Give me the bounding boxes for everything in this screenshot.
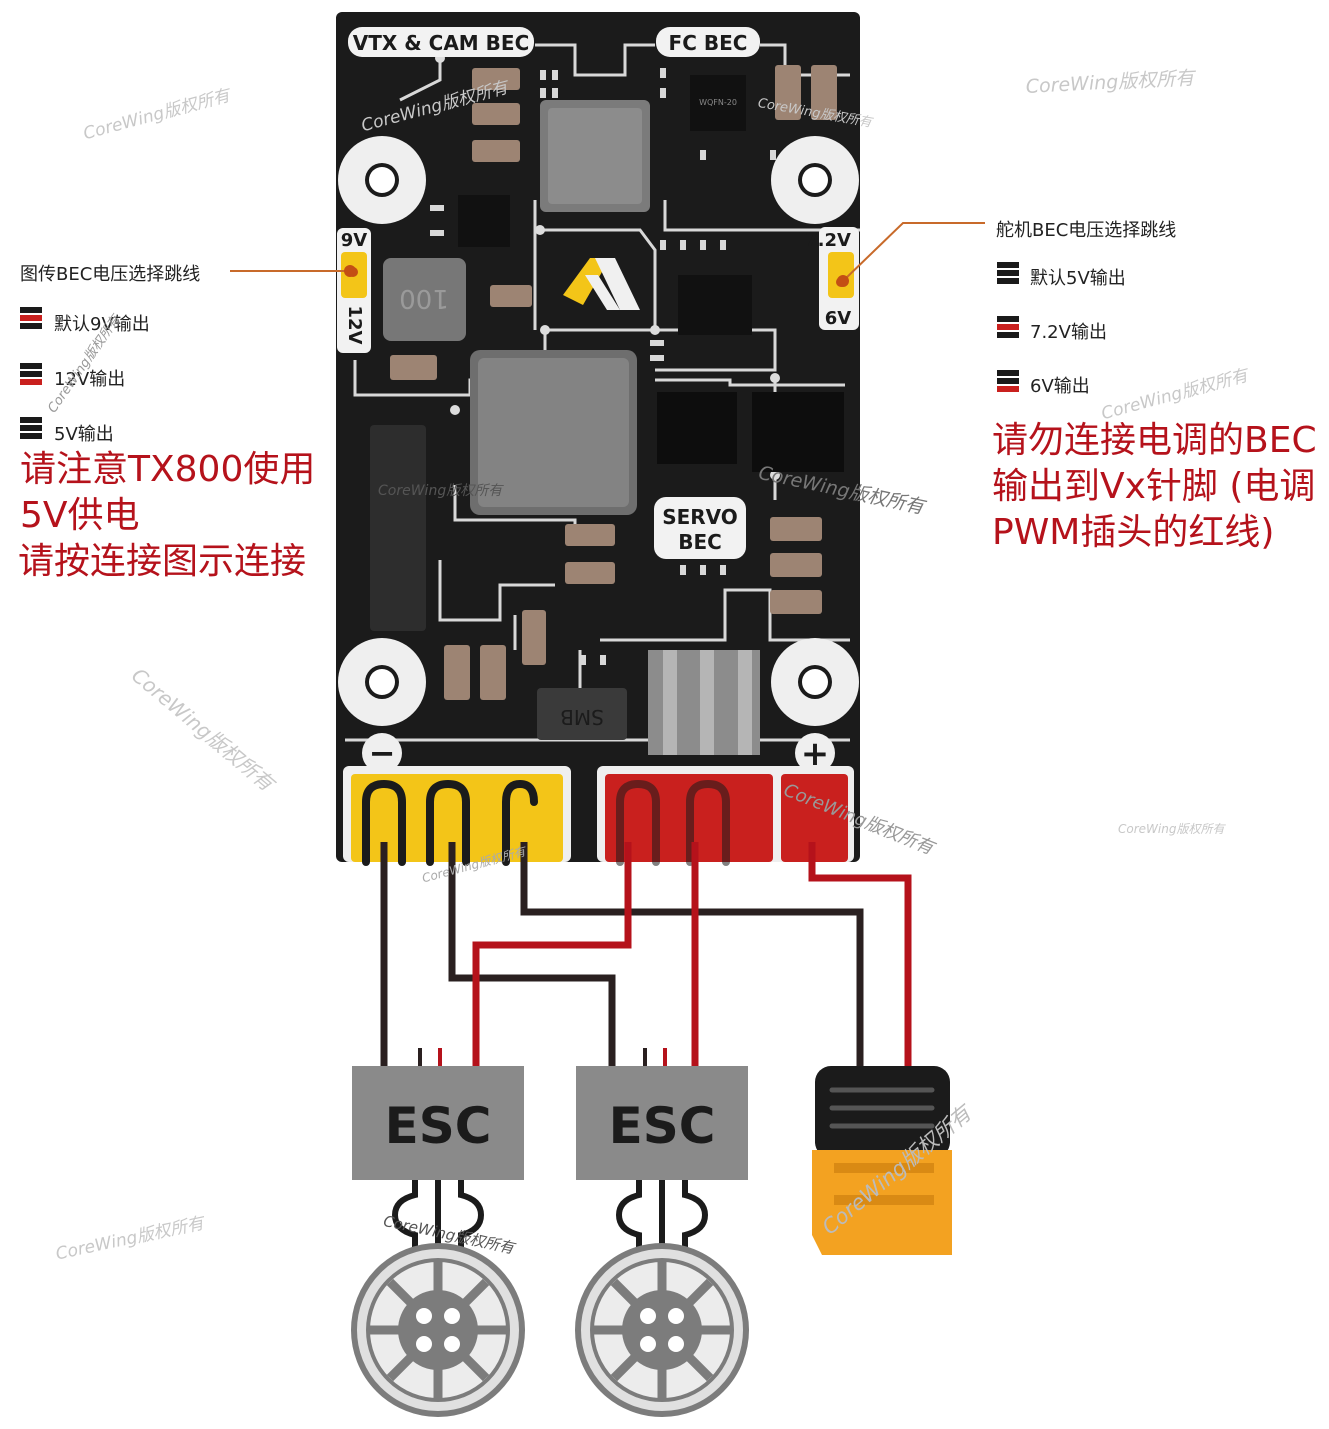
esc-2 xyxy=(576,1066,748,1180)
right-jumper-title: 舵机BEC电压选择跳线 xyxy=(996,220,1177,241)
servo-label-line1: SERVO xyxy=(662,505,738,529)
mounting-holes xyxy=(338,136,859,726)
right-warning-line1: 请勿连接电调的BEC xyxy=(992,420,1317,461)
mosfet-1 xyxy=(657,392,737,464)
right-option-5v: 默认5V输出 xyxy=(1030,268,1126,289)
left-option-5v: 5V输出 xyxy=(54,424,114,445)
jumper-5v-icon xyxy=(20,417,42,443)
left-warning-line1: 请注意TX800使用 xyxy=(20,449,316,490)
left-warning-line3: 请按连接图示连接 xyxy=(18,541,307,582)
left-option-12v: 12V输出 xyxy=(54,369,126,390)
motor-2 xyxy=(575,1243,749,1417)
vtx-jumper-top-label: 9V xyxy=(341,230,368,251)
jumper-6v-icon xyxy=(997,370,1019,396)
fc-bec-label-box xyxy=(656,27,760,57)
ic-wqfn xyxy=(690,75,746,131)
ic-left xyxy=(458,195,510,247)
pin-header xyxy=(370,425,426,631)
right-warning-line3: PWM插头的红线) xyxy=(992,512,1275,553)
diode-marking: SMB xyxy=(560,705,604,729)
left-jumper-title: 图传BEC电压选择跳线 xyxy=(20,264,201,285)
ic-right xyxy=(678,275,752,335)
servo-jumper-top-label: 7.2V xyxy=(805,230,851,251)
esc-1-label: ESC xyxy=(385,1097,492,1155)
jumper-12v-icon xyxy=(20,363,42,389)
passive-components xyxy=(390,65,837,700)
left-warning-line2: 5V供电 xyxy=(20,495,140,536)
motor-leads xyxy=(391,1180,709,1255)
vtx-cam-bec-label: VTX & CAM BEC xyxy=(353,31,530,55)
right-option-6v: 6V输出 xyxy=(1030,376,1090,397)
logo xyxy=(563,258,640,310)
inductor-marking: 100 xyxy=(399,283,449,313)
right-option-7v2: 7.2V输出 xyxy=(1030,322,1107,343)
fc-bec-label: FC BEC xyxy=(669,31,748,55)
watermark: CoreWing版权所有 xyxy=(378,483,503,499)
xt60-connector xyxy=(812,1066,952,1255)
servo-jumper-bottom-label: 6V xyxy=(825,308,852,329)
motor-1 xyxy=(351,1243,525,1417)
watermark: CoreWing版权所有 xyxy=(1118,822,1225,836)
left-option-9v: 默认9V输出 xyxy=(54,314,150,335)
jumper-7v2-icon xyxy=(997,316,1019,342)
solder-pads xyxy=(343,766,854,866)
ic-wqfn-marking: WQFN-20 xyxy=(699,98,737,107)
minus-symbol: − xyxy=(369,734,396,772)
diode xyxy=(537,688,627,740)
right-warning-line2: 输出到Vx针脚 (电调 xyxy=(992,466,1316,507)
vtx-cam-bec-label-box xyxy=(348,27,534,57)
wires xyxy=(380,842,912,1068)
jumper-5v-servo-icon xyxy=(997,262,1019,288)
esc-2-label: ESC xyxy=(609,1097,716,1155)
jumper-9v-icon xyxy=(20,307,42,333)
servo-label-line2: BEC xyxy=(678,530,722,554)
mosfet-2 xyxy=(752,392,844,472)
vtx-jumper-bottom-label: 12V xyxy=(344,306,365,345)
right-leader-line xyxy=(842,222,985,282)
esc-1 xyxy=(352,1066,524,1180)
inductor-left xyxy=(383,258,466,341)
servo-bec-label-box xyxy=(654,497,746,559)
